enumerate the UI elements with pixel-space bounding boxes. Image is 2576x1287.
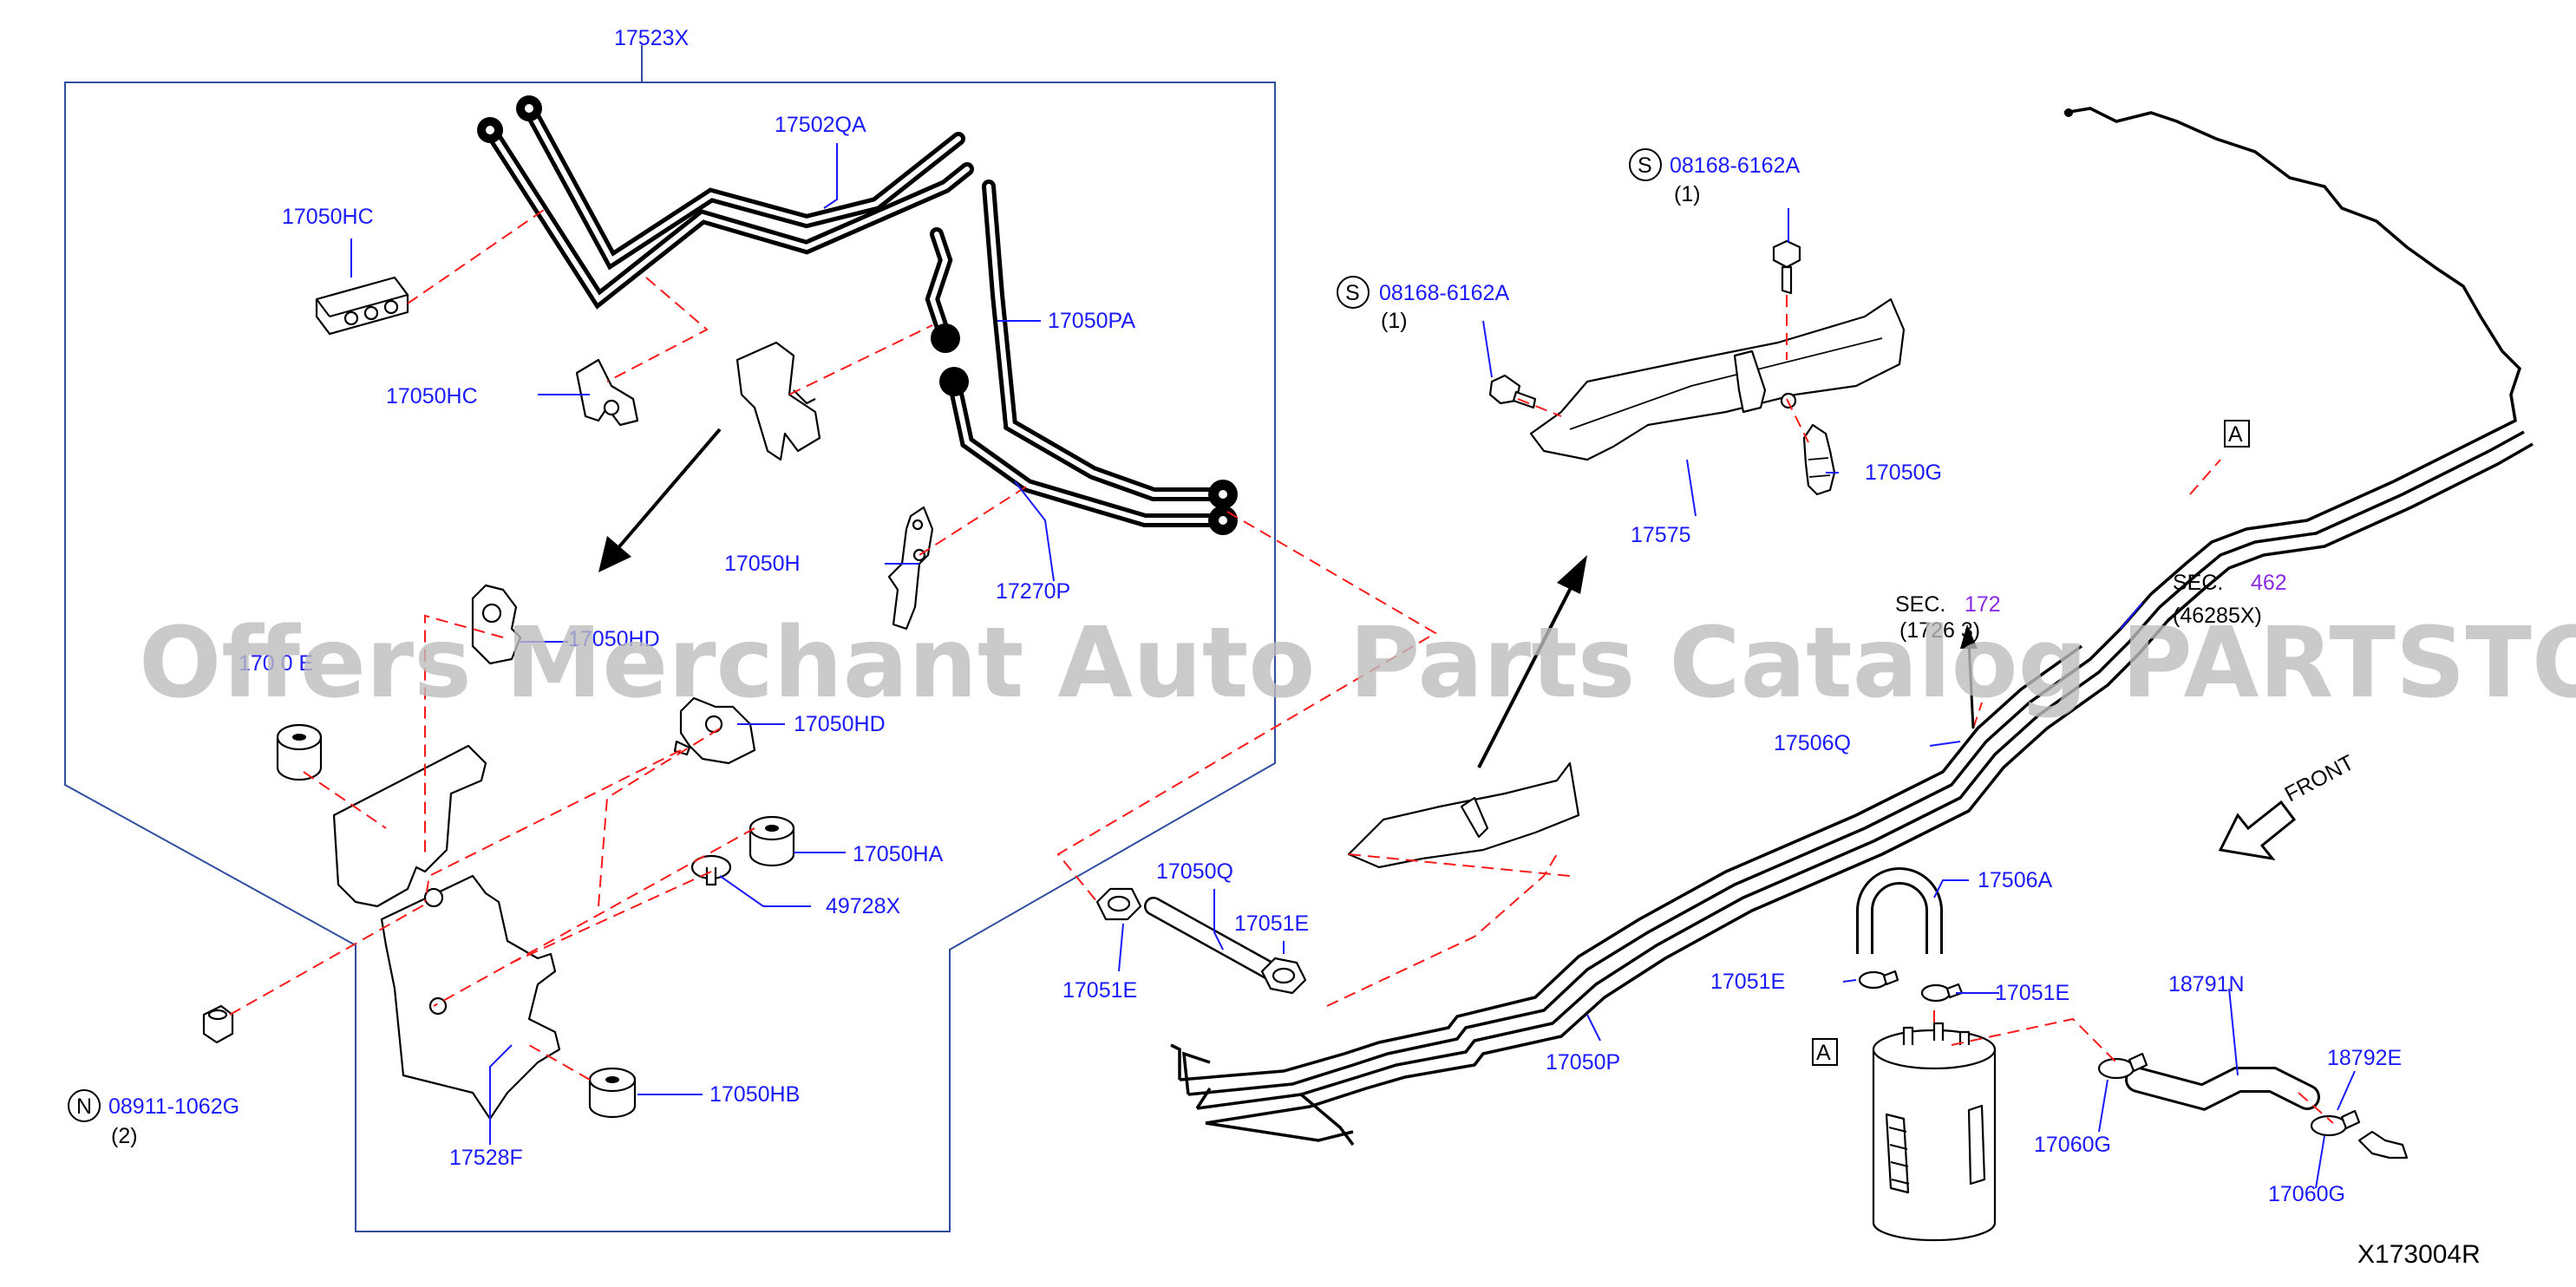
nut-08911 [202,1004,234,1044]
label-08168-b: 08168-6162A [1379,281,1509,305]
rubber-mount-17050hb [588,1067,637,1119]
label-08168-a-qty: (1) [1674,182,1701,206]
label-08168-a: 08168-6162A [1670,154,1800,178]
label-18792e: 18792E [2327,1046,2402,1070]
washer-49728x [690,854,732,886]
clip-17050hc [575,358,639,427]
clip-17050g [1802,423,1836,496]
ref-marker-bottom: A [1812,1038,1838,1066]
label-17051e-c: 17051E [1710,970,1785,994]
clamp-17051e-c [1858,970,1899,990]
label-17060g-b: 17060G [2268,1182,2345,1206]
watermark-text: Offers Merchant Auto Parts Catalog PARTS… [139,607,2576,720]
pipe-17502qa [477,95,974,310]
dashed-guides [229,207,2334,1124]
front-label: FRONT [2281,750,2358,807]
label-17050hc-a: 17050HC [282,205,374,229]
label-17060g-a: 17060G [2034,1133,2111,1157]
pipe-17050pa [925,180,1238,535]
bracket-17050h-upper [736,341,821,461]
svg-text:N: N [76,1094,92,1119]
label-17051e-a: 17051E [1234,911,1309,936]
label-17575: 17575 [1631,523,1691,547]
label-18791n: 18791N [2168,972,2245,996]
sec462-prefix: SEC. [2173,571,2223,595]
clamp-17060g-a [2097,1052,2148,1080]
connector-18792e [2357,1130,2409,1160]
sec462-ref: (46285X) [2173,604,2262,628]
label-17502qa: 17502QA [775,113,866,137]
label-17050p: 17050P [1546,1050,1620,1075]
svg-text:A: A [1816,1041,1831,1065]
label-17050hc-b: 17050HC [386,384,478,408]
label-17506a: 17506A [1978,868,2053,892]
label-17506q: 17506Q [1774,731,1851,755]
label-17050pa: 17050PA [1048,309,1135,333]
sec172-number: 172 [1965,592,2001,617]
direction-arrow-left [598,428,722,572]
diagram-code: X173004R [2357,1240,2481,1269]
label-17050h: 17050H [724,552,801,576]
label-17051e-d: 17051E [1995,981,2069,1005]
label-17523x: 17523X [614,26,690,50]
sec172-prefix: SEC. [1895,592,1945,617]
sec172-arrow [1960,624,1978,729]
clamp-17051e-left [1095,887,1142,921]
clamp-17051e-right [1260,957,1307,995]
assembly-frame [64,82,1276,1232]
label-17528f: 17528F [449,1146,523,1170]
fuel-line-17050p [1170,107,2534,1147]
clamp-17051e-d [1920,983,1964,1003]
bracket-17528f [332,744,561,1120]
ref-marker-top: A [2224,420,2250,448]
hose-17506a [1856,867,1943,954]
label-17050he-partial: 170 0 E [239,651,313,676]
label-17050g: 17050G [1865,461,1942,485]
svg-text:A: A [2228,422,2243,447]
label-17050ha: 17050HA [853,842,944,866]
svg-text:S: S [1638,154,1652,178]
svg-text:S: S [1345,281,1360,305]
symbol-s-a: S [1629,148,1662,181]
clamp-17060g-b [2310,1109,2361,1137]
evap-canister [1872,1022,1997,1242]
sec172-ref: (1726 3) [1899,618,1980,643]
rubber-mount-left [276,723,323,781]
leader-lines [350,143,2356,1189]
bolt-08168-a [1772,239,1801,295]
label-08168-b-qty: (1) [1381,309,1408,333]
sec462-number: 462 [2251,571,2287,595]
label-49728x: 49728X [826,894,901,918]
label-17270p: 17270P [996,579,1070,604]
label-08911-qty: (2) [111,1124,138,1148]
symbol-n: N [68,1089,101,1122]
label-08911: 08911-1062G [108,1094,239,1119]
hose-18791n [2125,1067,2320,1111]
hose-17050q [1144,897,1280,981]
heat-shield-17575 [1529,297,1906,461]
rubber-mount-17050ha [749,815,795,867]
direction-arrow-center [1477,555,1587,768]
label-17050hd-b: 17050HD [794,712,886,736]
symbol-s-b: S [1337,276,1370,309]
clip-17050hd-upper [471,584,522,665]
label-17050hb: 17050HB [709,1082,800,1107]
label-17050hd-a: 17050HD [568,627,660,651]
label-17051e-b: 17051E [1062,978,1137,1003]
bolt-08168-b [1488,374,1537,409]
front-indicator [2218,800,2297,861]
label-17050q: 17050Q [1156,859,1233,884]
clip-17050hc-block [315,276,409,336]
heat-shield-lower [1347,761,1580,869]
